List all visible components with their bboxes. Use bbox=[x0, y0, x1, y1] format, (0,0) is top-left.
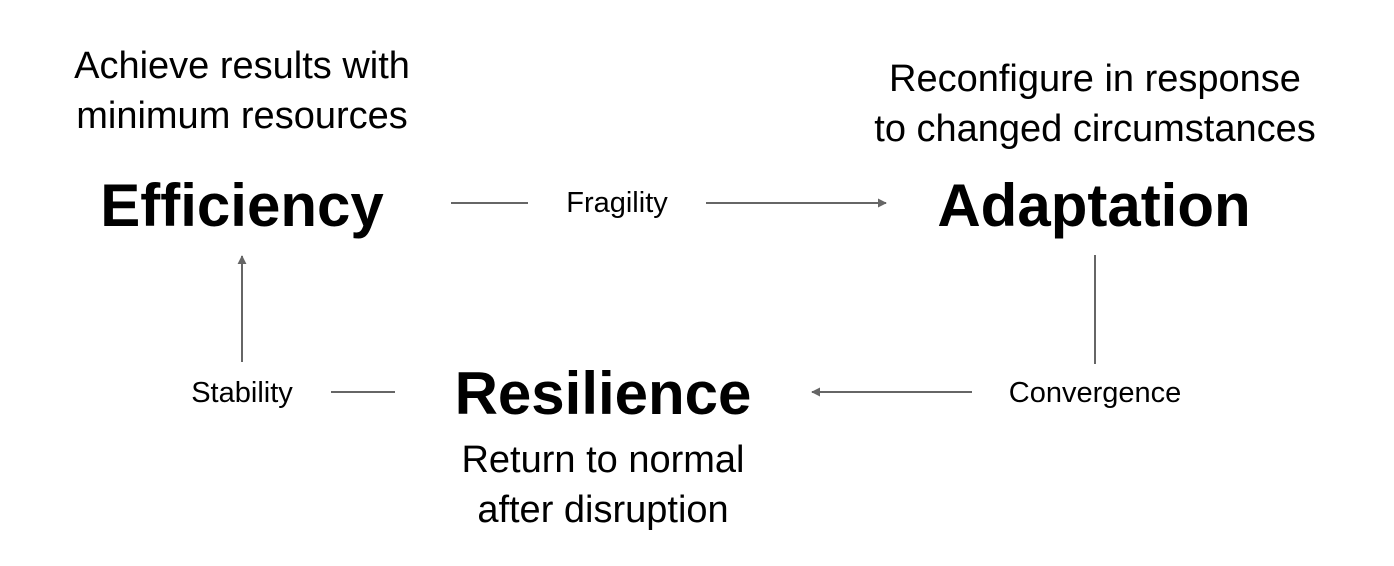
resilience-description: Return to normal after disruption bbox=[461, 439, 745, 531]
fragility-label: Fragility bbox=[566, 187, 668, 219]
efficiency-title: Efficiency bbox=[100, 172, 384, 239]
stability-label: Stability bbox=[191, 377, 293, 409]
adaptation-description: Reconfigure in response to changed circu… bbox=[874, 58, 1316, 150]
resilience-title: Resilience bbox=[454, 360, 752, 427]
efficiency-description: Achieve results with minimum resources bbox=[74, 45, 410, 137]
convergence-label: Convergence bbox=[1008, 377, 1182, 409]
adaptation-title: Adaptation bbox=[937, 172, 1251, 239]
